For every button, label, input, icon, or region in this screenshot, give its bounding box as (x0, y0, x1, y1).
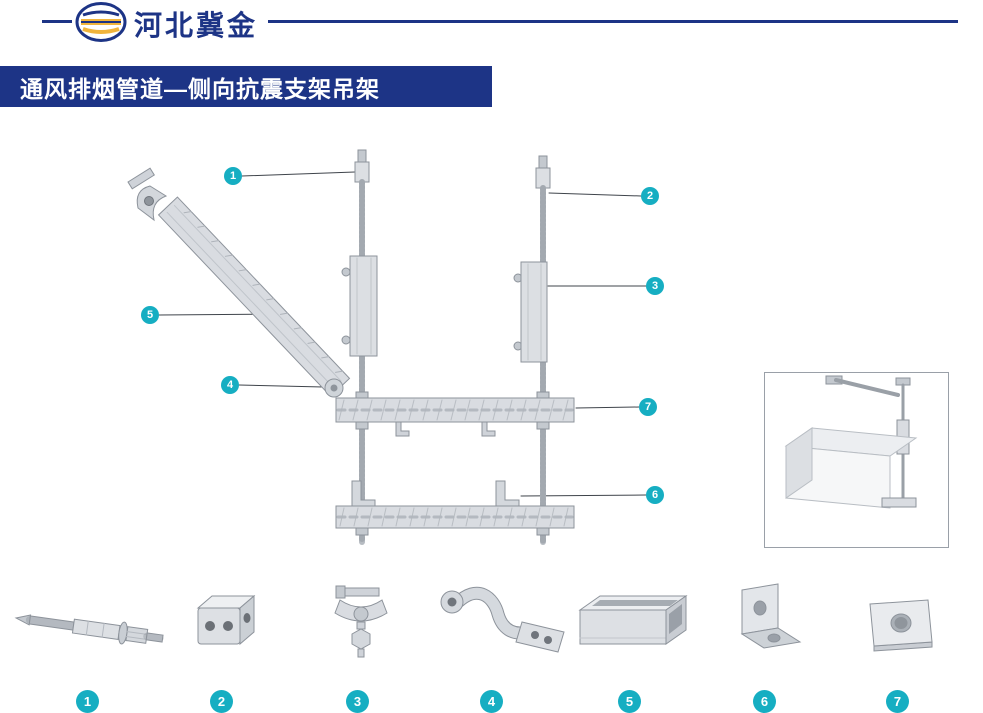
part-2-badge: 2 (210, 690, 233, 713)
right-slider-channel (513, 261, 548, 363)
part-4-badge: 4 (480, 690, 503, 713)
expansion-anchor-bolt-icon (14, 614, 167, 645)
diagonal-strut (157, 196, 351, 397)
lower-channel (335, 480, 575, 536)
part-3-badge: 3 (346, 690, 369, 713)
callout-2: 2 (641, 187, 659, 205)
coupling-nut-block-icon (196, 594, 256, 646)
part-7-badge: 7 (886, 690, 909, 713)
clamp-bolt-icon (334, 585, 388, 658)
title-banner: 通风排烟管道—侧向抗震支架吊架 (0, 66, 492, 107)
inset-duct-art (784, 375, 918, 509)
callout-5: 5 (141, 306, 159, 324)
part-5-badge: 5 (618, 690, 641, 713)
callout-1: 1 (224, 167, 242, 185)
callout-6: 6 (646, 486, 664, 504)
page-title: 通风排烟管道—侧向抗震支架吊架 (20, 75, 380, 102)
header-rule-left (42, 20, 72, 23)
leader-lines (158, 171, 647, 497)
left-slider-channel (341, 255, 378, 357)
part-1-badge: 1 (76, 690, 99, 713)
right-threaded-rod (535, 155, 551, 545)
callout-4: 4 (221, 376, 239, 394)
upper-channel (335, 391, 575, 437)
callout-7: 7 (639, 398, 657, 416)
installation-inset-frame (764, 372, 949, 548)
hinge-connector-icon (440, 586, 565, 653)
square-washer-plate-icon (869, 599, 933, 652)
bottom-hinge-fitting (324, 378, 344, 398)
brand-logo-icon (74, 1, 128, 43)
callout-3: 3 (646, 277, 664, 295)
top-hinge-fitting (127, 167, 168, 222)
part-6-badge: 6 (753, 690, 776, 713)
c-channel-strut-icon (578, 595, 688, 645)
header-rule-right (268, 20, 958, 23)
left-threaded-rod (354, 149, 370, 545)
brand-name: 河北冀金 (134, 10, 259, 41)
angle-bracket-icon (740, 583, 802, 649)
